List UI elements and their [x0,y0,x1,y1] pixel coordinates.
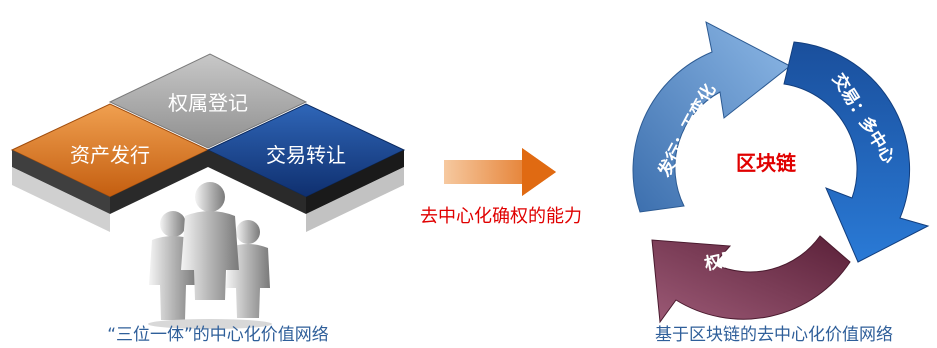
tile-transaction-transfer: 交易转让 [206,103,406,214]
right-caption: 基于区块链的去中心化价值网络 [655,325,893,345]
segment-ownership: 权属：去中心 [651,233,851,324]
tile-left-label: 资产发行 [70,143,150,167]
left-caption: “三位一体”的中心化价值网络 [107,325,329,345]
tile-asset-issuance: 资产发行 [10,103,210,214]
segment-issue: 发行：无变化 [632,21,791,213]
segment-trade: 交易：多中心 [783,41,930,263]
transition-arrow [444,148,556,196]
blockchain-center-label: 区块链 [736,151,797,175]
tile-ownership-registration: 权属登记 [108,53,308,149]
tile-right-label: 交易转让 [266,143,346,167]
blockchain-cycle: 发行：无变化 交易：多中心 权属：去中心 区块链 [632,21,930,324]
people-icon [148,182,272,329]
middle-label: 去中心化确权的能力 [420,206,582,227]
arrow-icon [522,148,556,196]
tile-top-label: 权属登记 [168,91,248,115]
tile-group: 权属登记 资产发行 交易转让 [10,53,406,232]
